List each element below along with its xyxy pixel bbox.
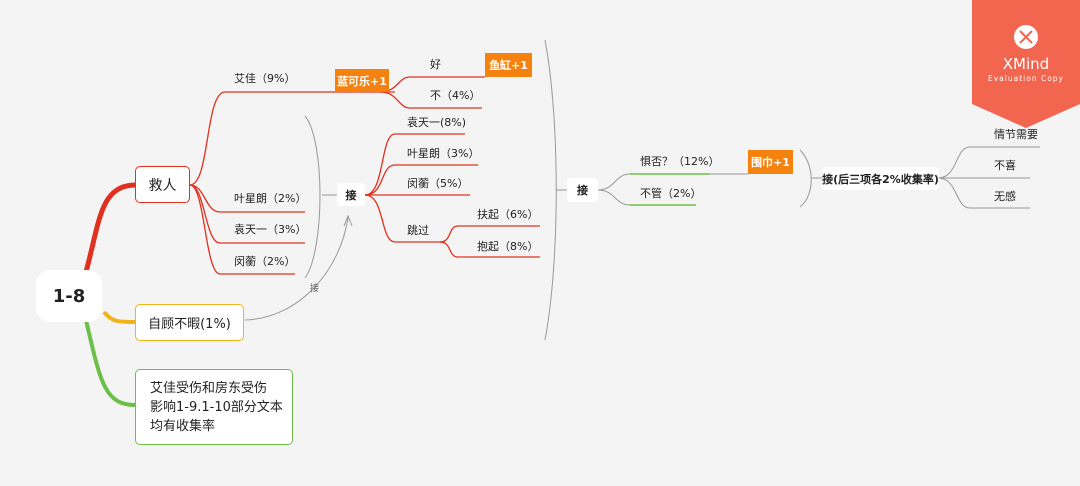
node-neutral[interactable]: 无感 bbox=[994, 190, 1016, 203]
tag-scarf: 围巾+1 bbox=[748, 150, 793, 174]
node-aijia[interactable]: 艾佳（9%） bbox=[234, 72, 296, 85]
node-no[interactable]: 不（4%） bbox=[430, 89, 481, 102]
xmind-logo-icon: XMind bbox=[1002, 55, 1050, 73]
node-jie-2[interactable]: 接 bbox=[567, 178, 598, 202]
note-line: 均有收集率 bbox=[150, 418, 216, 434]
node-dislike[interactable]: 不喜 bbox=[994, 159, 1016, 172]
root-node[interactable]: 1-8 bbox=[36, 270, 102, 322]
node-jie1-child[interactable]: 闵蘅（5%） bbox=[407, 177, 469, 190]
note-line: 艾佳受伤和房东受伤 bbox=[150, 380, 268, 396]
node-help-up[interactable]: 扶起（6%） bbox=[477, 208, 539, 221]
node-save[interactable]: 救人 bbox=[135, 166, 190, 203]
node-self[interactable]: 自顾不暇(1%) bbox=[135, 304, 244, 341]
node-fear[interactable]: 惧否？（12%） bbox=[640, 155, 720, 168]
node-jie1-child[interactable]: 袁天一(8%) bbox=[407, 116, 467, 129]
node-good[interactable]: 好 bbox=[430, 58, 441, 71]
node-plot[interactable]: 情节需要 bbox=[994, 128, 1038, 141]
node-yuantianyi[interactable]: 袁天一（3%） bbox=[234, 223, 307, 236]
tag-fishtank: 鱼缸+1 bbox=[485, 53, 532, 77]
node-minheng[interactable]: 闵蘅（2%） bbox=[234, 255, 296, 268]
relation-label[interactable]: 接 bbox=[310, 284, 320, 294]
node-note[interactable]: 艾佳受伤和房东受伤 影响1-9.1-10部分文本 均有收集率 bbox=[135, 369, 293, 445]
node-ignore[interactable]: 不管（2%） bbox=[640, 187, 702, 200]
xmind-evaluation-badge: XMind Evaluation Copy bbox=[972, 0, 1080, 128]
tag-cola: 蓝可乐+1 bbox=[335, 69, 389, 92]
node-hug-up[interactable]: 抱起（8%） bbox=[477, 240, 539, 253]
node-jie-1[interactable]: 接 bbox=[337, 183, 365, 206]
note-line: 影响1-9.1-10部分文本 bbox=[150, 399, 283, 415]
node-yexinglang[interactable]: 叶星朗（2%） bbox=[234, 192, 307, 205]
node-skip[interactable]: 跳过 bbox=[407, 224, 429, 237]
node-jie1-child[interactable]: 叶星朗（3%） bbox=[407, 147, 480, 160]
evaluation-copy-label: Evaluation Copy bbox=[988, 74, 1064, 83]
node-jie-3[interactable]: 接(后三项各2%收集率) bbox=[822, 167, 939, 190]
